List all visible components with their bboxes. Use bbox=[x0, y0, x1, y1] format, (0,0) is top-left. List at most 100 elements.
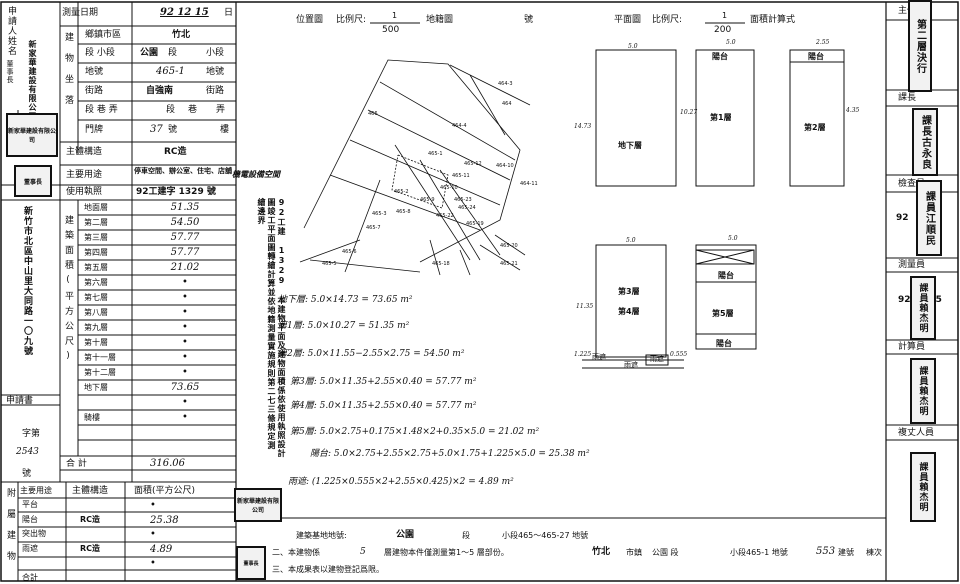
survey-date-label: 測量日期 bbox=[62, 8, 99, 18]
lot-number: 465-23 bbox=[454, 197, 472, 203]
section-chief-label: 課長 bbox=[898, 93, 917, 103]
note2-building-suffix: 建號 bbox=[838, 548, 854, 557]
lot-number: 465-11 bbox=[452, 173, 470, 179]
floor-name: 第四層 bbox=[84, 248, 108, 257]
lane-sec: 段 bbox=[166, 105, 176, 115]
representative-seal-text: 董事長 bbox=[23, 178, 42, 186]
floor-name: 第三層 bbox=[84, 233, 108, 242]
applicant-name: 新家華建設有限公司 bbox=[28, 40, 37, 121]
note2-city-suffix: 市鎮 bbox=[626, 548, 642, 557]
floor-name: 第十二層 bbox=[84, 368, 116, 377]
street-suffix: 街路 bbox=[206, 86, 225, 96]
floor-name: 第九層 bbox=[84, 323, 108, 332]
floor-area: 21.02 bbox=[170, 262, 200, 273]
lot-number: 465-21 bbox=[500, 261, 518, 267]
dim-third-width: 5.0 bbox=[626, 237, 636, 244]
drafter-stamp: 課員賴杰明 bbox=[910, 452, 936, 522]
annex-area: • bbox=[150, 529, 156, 540]
dim-canopy-a: 1.225 bbox=[574, 351, 592, 358]
floor-area: • bbox=[182, 277, 188, 288]
map-label: 地籍圖 bbox=[426, 15, 454, 25]
section-suffix: 段 bbox=[168, 48, 178, 58]
dim-second-width: 2.55 bbox=[816, 39, 830, 46]
floor-name: 第七層 bbox=[84, 293, 108, 302]
calc-line: 第1層: 5.0×10.27 = 51.35 m² bbox=[278, 321, 410, 331]
dim-second-side: 4.35 bbox=[846, 107, 860, 114]
street-label: 街路 bbox=[85, 86, 104, 96]
floor-name: 第十層 bbox=[84, 338, 108, 347]
floor-area: 51.35 bbox=[170, 202, 200, 213]
checker-label: 檢查員 bbox=[898, 179, 926, 189]
lot-number: 464 bbox=[502, 101, 512, 107]
base-lot-range: 小段465〜465-27 地號 bbox=[502, 531, 589, 540]
use-label: 主要用途 bbox=[66, 170, 103, 180]
floor-area: 54.50 bbox=[170, 217, 200, 228]
annex-use: 陽台 bbox=[22, 514, 38, 524]
plan-scale-numerator: 1 bbox=[722, 11, 728, 20]
surveyor-stamp: 課員賴杰明 bbox=[910, 276, 936, 340]
total-area: 316.06 bbox=[150, 458, 185, 469]
lot-number: 466 bbox=[368, 111, 378, 117]
lot-number: 465-3 bbox=[372, 211, 387, 217]
lot-number: 465-7 bbox=[366, 225, 381, 231]
door-label: 門牌 bbox=[85, 125, 104, 135]
floor-area: • bbox=[182, 397, 188, 408]
annex-use: 平台 bbox=[22, 500, 38, 509]
lot-number: 465-10 bbox=[440, 185, 458, 191]
lot-number: 465-9 bbox=[420, 197, 435, 203]
dim-first-length: 10.27 bbox=[680, 109, 698, 116]
floor-area: • bbox=[182, 352, 188, 363]
township-value: 竹北 bbox=[172, 30, 191, 40]
calc-line: 陽台: 5.0×2.75+2.55×2.75+5.0×1.75+1.225×5.… bbox=[310, 449, 590, 459]
dim-third-length: 11.35 bbox=[576, 303, 594, 310]
lot-number: 465-22 bbox=[436, 213, 454, 219]
section-label: 段 小段 bbox=[85, 48, 115, 58]
lane-lane: 巷 bbox=[188, 105, 198, 115]
lane-label: 段 巷 弄 bbox=[85, 105, 118, 115]
annex-area-label: 面積(平方公尺) bbox=[134, 486, 196, 496]
rep-seal-footer-text: 董事長 bbox=[243, 560, 259, 567]
dim-fifth-width: 5.0 bbox=[728, 235, 738, 242]
annex-use: 雨遮 bbox=[22, 543, 38, 553]
company-seal-footer-text: 新家華建設有限公司 bbox=[236, 498, 279, 514]
floor-name: 第十一層 bbox=[84, 353, 116, 362]
lot-number: 464-11 bbox=[520, 181, 538, 187]
floor-area: • bbox=[182, 307, 188, 318]
plan-fifth-balcony-top: 陽台 bbox=[718, 271, 734, 280]
plan-canopy-left: 雨遮 bbox=[592, 353, 606, 361]
door-suffix: 號 bbox=[168, 125, 178, 135]
door-floor: 樓 bbox=[220, 125, 230, 135]
building-address: 新竹市北區中山里大同路一〇九號 bbox=[22, 206, 32, 356]
word-label: 字第 bbox=[22, 429, 41, 439]
door-number: 37 bbox=[150, 124, 163, 135]
lot-number: 464-4 bbox=[452, 123, 467, 129]
lot-number: 464-3 bbox=[498, 81, 513, 87]
plan-second: 第2層 bbox=[804, 123, 826, 132]
calc-line: 第5層: 5.0×2.75+0.175×1.48×2+0.35×5.0 = 21… bbox=[290, 427, 540, 437]
note2-building-no: 553 bbox=[816, 546, 836, 557]
floor-area: 73.65 bbox=[170, 382, 200, 393]
plan-first-balcony: 陽台 bbox=[712, 52, 728, 61]
floor-area: • bbox=[182, 292, 188, 303]
annex-area: 25.38 bbox=[150, 514, 179, 526]
annex-structure: RC造 bbox=[80, 543, 101, 553]
building-location-label: 建物坐落 bbox=[63, 32, 73, 116]
annex-area: • bbox=[150, 500, 156, 511]
floor-area: • bbox=[182, 322, 188, 333]
lot-number: 465-20 bbox=[500, 243, 518, 249]
decision-stamp: 第二層決行 bbox=[908, 0, 932, 92]
lot-value: 465-1 bbox=[156, 66, 185, 77]
annex-use: 合計 bbox=[22, 572, 38, 582]
structure-label: 主體構造 bbox=[66, 147, 103, 157]
survey-date-suffix: 日 bbox=[224, 8, 234, 18]
note2-section: 公園 段 bbox=[652, 548, 679, 557]
lot-number: 465-2 bbox=[394, 189, 409, 195]
license-value: 92工建字 1329 號 bbox=[136, 187, 216, 197]
location-scale-label: 比例尺: bbox=[336, 15, 367, 25]
annex-use: 突出物 bbox=[22, 529, 46, 538]
plan-second-balcony: 陽台 bbox=[808, 52, 824, 61]
map-number-label: 號 bbox=[524, 15, 534, 25]
lot-number: 465-6 bbox=[342, 249, 357, 255]
